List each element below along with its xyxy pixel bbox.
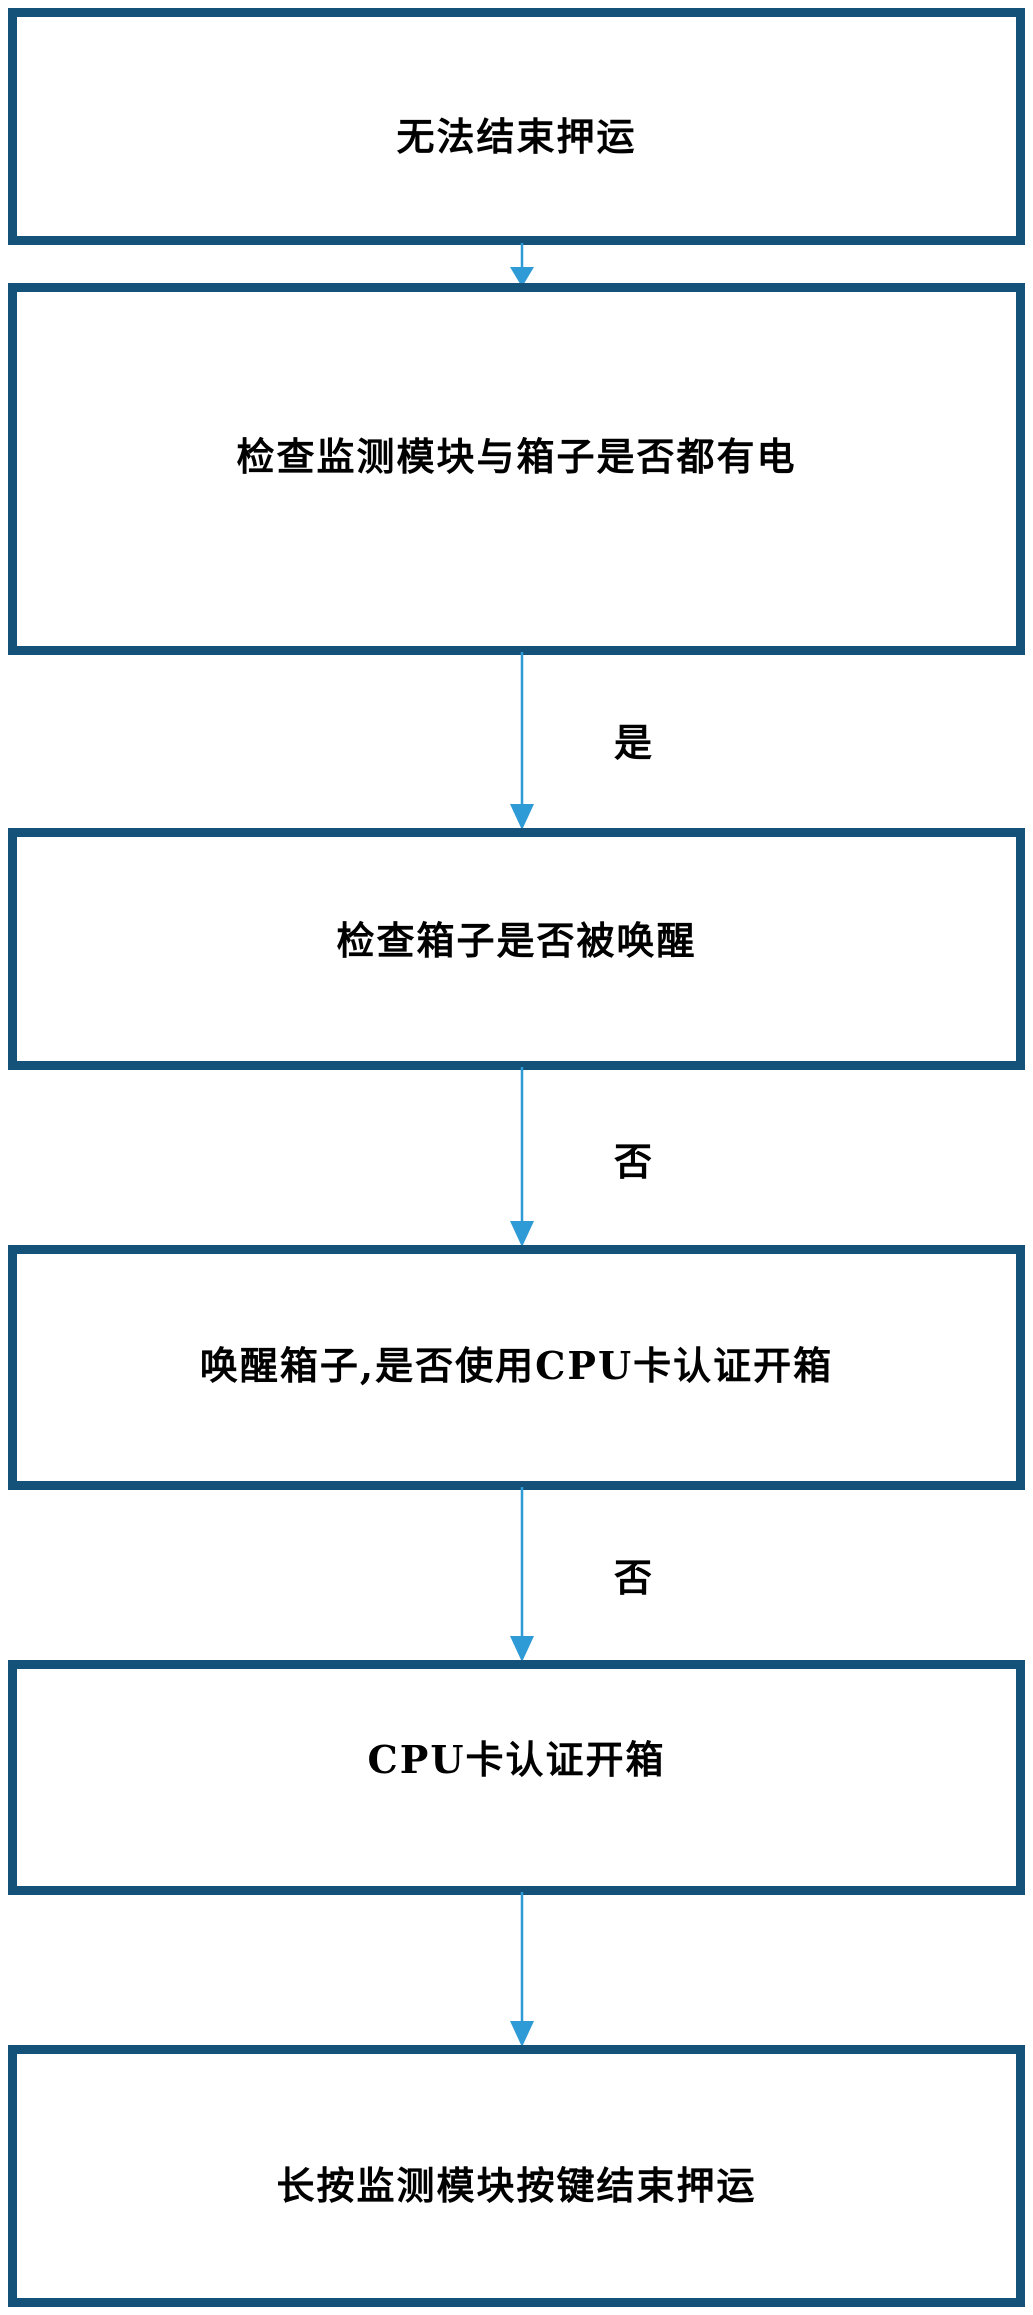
flowchart-edge-n5-n6 [0,1892,1033,2049]
edge-label-yes: 是 [614,720,653,765]
node-label: 检查箱子是否被唤醒 [336,918,697,964]
flowchart-edge-n1-n2 [0,243,1033,287]
flowchart-node-n2[interactable]: 检查监测模块与箱子是否都有电 [8,283,1025,655]
node-label: 检查监测模块与箱子是否都有电 [236,434,797,480]
arrowhead-icon [510,804,534,830]
node-label: 唤醒箱子,是否使用CPU卡认证开箱 [199,1342,834,1388]
edge-label-no: 否 [614,1555,653,1600]
node-label: 无法结束押运 [396,113,637,159]
flowchart-edge-n2-n3: 是 [0,652,1033,832]
arrowhead-icon [510,2021,534,2047]
node-label: CPU卡认证开箱 [367,1736,666,1782]
flowchart-node-n5[interactable]: CPU卡认证开箱 [8,1660,1025,1895]
flowchart-node-n1[interactable]: 无法结束押运 [8,8,1025,245]
edge-label-no: 否 [614,1139,653,1184]
flowchart-node-n4[interactable]: 唤醒箱子,是否使用CPU卡认证开箱 [8,1245,1025,1490]
arrowhead-icon [510,1221,534,1247]
flowchart-edge-n4-n5: 否 [0,1487,1033,1664]
node-label: 长按监测模块按键结束押运 [276,2163,757,2209]
flowchart-node-n6[interactable]: 长按监测模块按键结束押运 [8,2045,1025,2307]
flowchart-edge-n3-n4: 否 [0,1067,1033,1249]
arrowhead-icon [510,1636,534,1662]
flowchart-node-n3[interactable]: 检查箱子是否被唤醒 [8,828,1025,1070]
